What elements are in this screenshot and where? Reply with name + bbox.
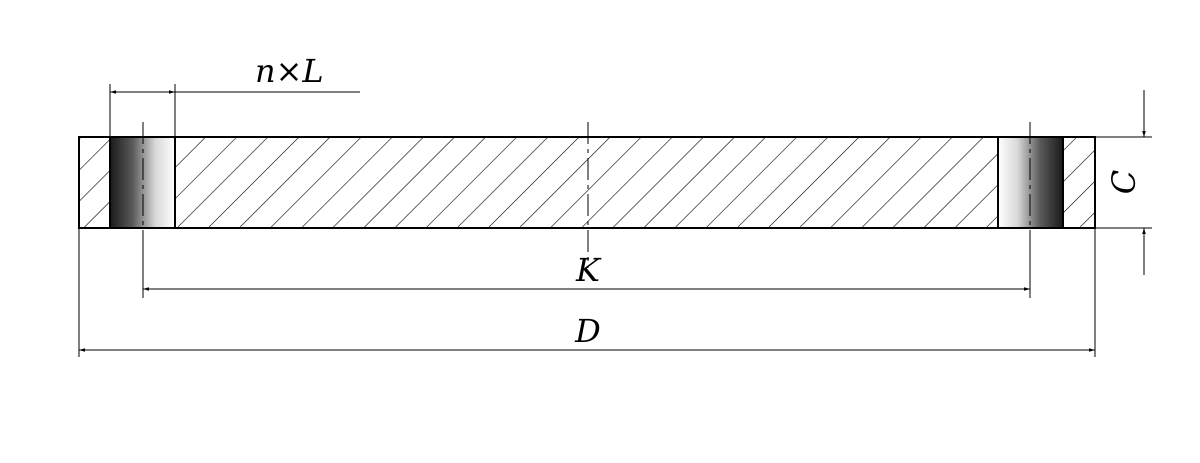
flange-hatch-center — [175, 137, 998, 228]
label-outer-diameter: D — [574, 312, 601, 350]
label-bolt-holes: n×L — [255, 52, 324, 90]
flange-outline — [78, 136, 1096, 229]
label-thickness: C — [1105, 170, 1143, 194]
flange-hatch-left — [79, 137, 110, 228]
flange-hatch-right — [1063, 137, 1095, 228]
label-bolt-circle: K — [575, 251, 602, 289]
center-lines — [142, 122, 1031, 268]
flange-section — [78, 136, 1096, 229]
